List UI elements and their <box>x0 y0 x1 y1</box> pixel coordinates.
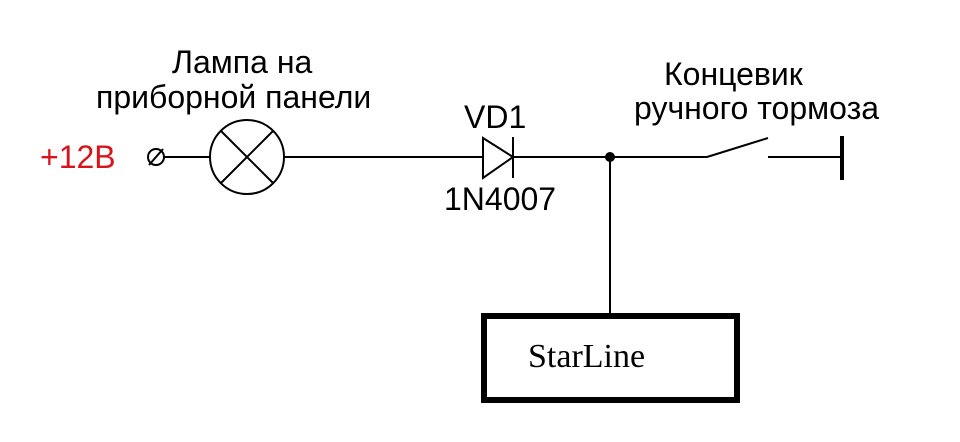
supply-label: +12B <box>40 139 116 175</box>
diode-symbol <box>482 136 515 180</box>
lamp-symbol <box>209 119 285 195</box>
switch-label-line1: Концевик <box>664 56 804 92</box>
lamp-label-line1: Лампа на <box>172 44 312 80</box>
starline-module-box <box>481 313 740 403</box>
diode-part-number: 1N4007 <box>444 181 556 217</box>
module-label: StarLine <box>528 338 645 375</box>
switch-symbol <box>706 137 842 158</box>
terminal-symbol <box>147 148 165 166</box>
lamp-label-line2: приборной панели <box>96 79 371 115</box>
diode-designator: VD1 <box>464 99 526 135</box>
switch-label-line2: ручного тормоза <box>634 90 879 126</box>
